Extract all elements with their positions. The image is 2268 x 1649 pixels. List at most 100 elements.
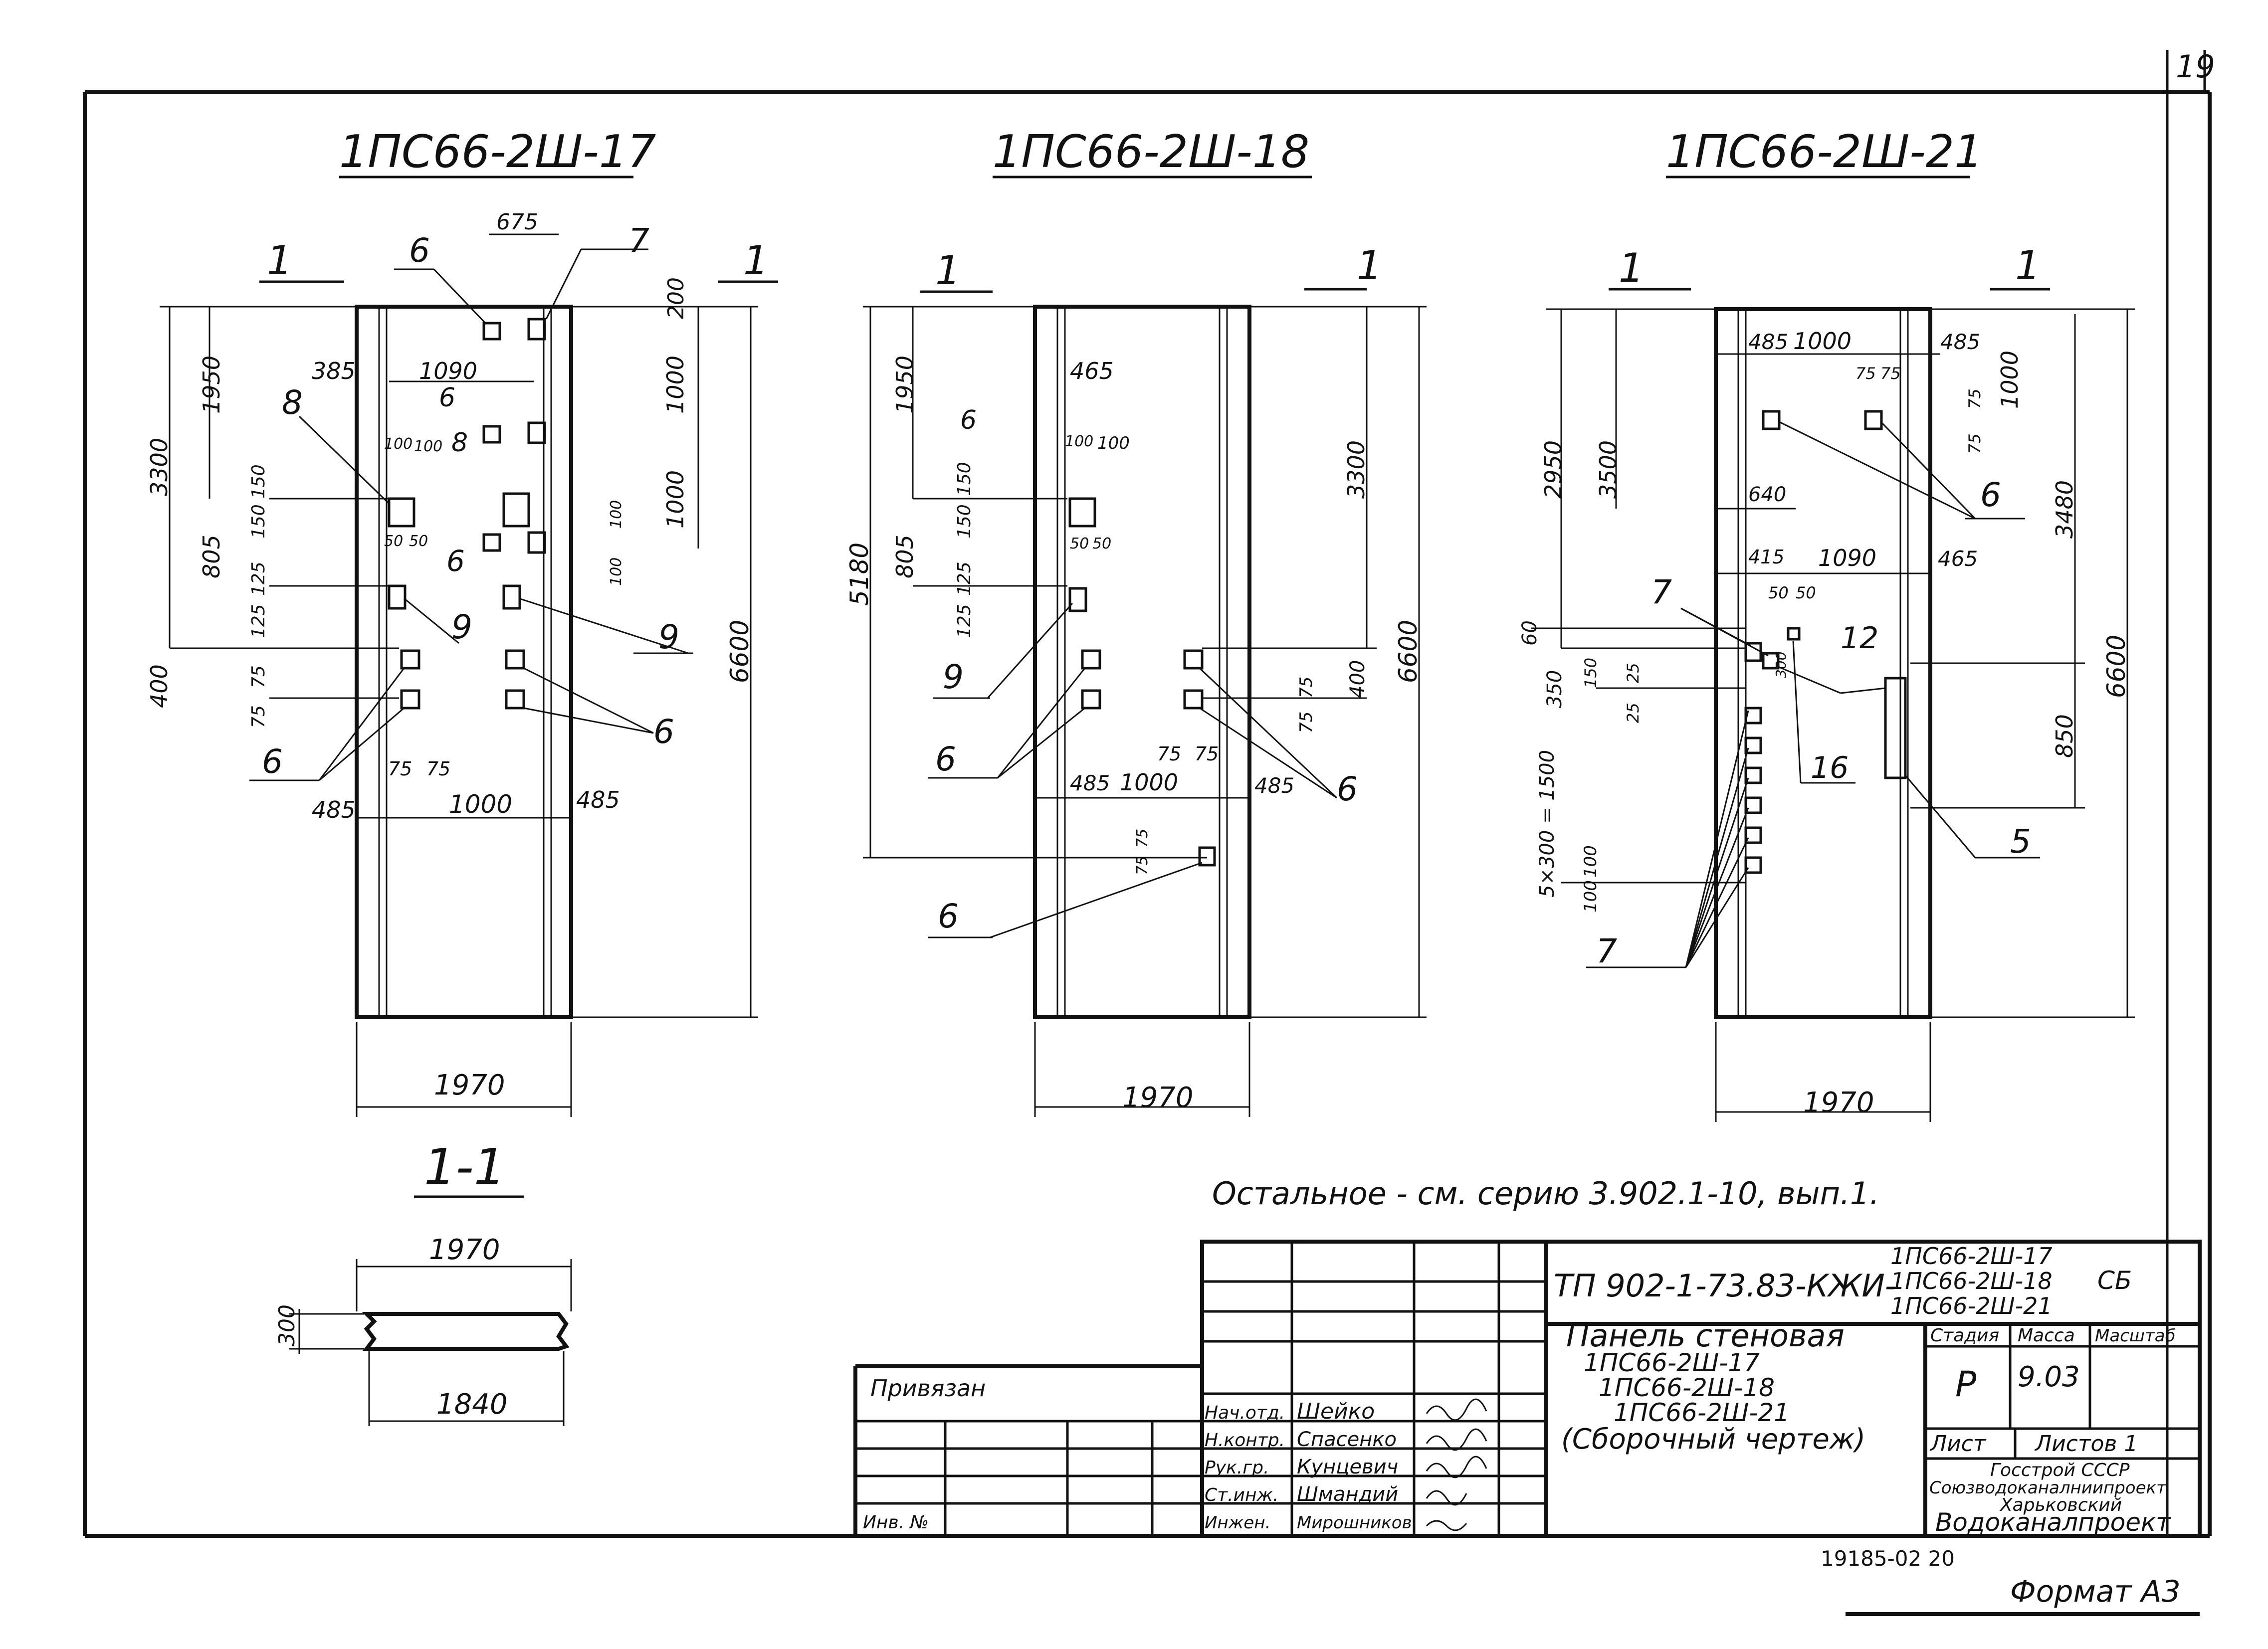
role-name: Спасенко bbox=[1297, 1428, 1397, 1451]
dim-text: 850 bbox=[2051, 714, 2078, 758]
section-mark-right: 1 bbox=[743, 237, 769, 284]
section-mark-left: 1 bbox=[1619, 245, 1644, 291]
dim-text: 300 bbox=[1773, 652, 1789, 678]
callout-6: 6 bbox=[446, 544, 465, 578]
name-item-1: 1ПС66-2Ш-17 bbox=[1584, 1348, 1760, 1377]
sheet-frame bbox=[83, 50, 2212, 1616]
dim-text: 1090 bbox=[419, 358, 477, 384]
section-mark-left: 1 bbox=[267, 237, 292, 284]
dim-text: 3480 bbox=[2051, 480, 2078, 539]
callout-8: 8 bbox=[451, 428, 468, 458]
dim-text: 25 bbox=[1624, 663, 1643, 683]
panel-title: 1ПС66-2Ш-18 bbox=[993, 126, 1309, 178]
mass-label: Масса bbox=[2018, 1325, 2075, 1346]
callout-7: 7 bbox=[1596, 932, 1617, 970]
archive-number: 19185-02 20 bbox=[1821, 1546, 1955, 1571]
dim-text: 1000 bbox=[1793, 328, 1852, 355]
dim-text: 100 bbox=[1581, 880, 1601, 913]
section-1-1: 1-1 1970 1840 300 bbox=[274, 1138, 572, 1426]
dim-text: 3500 bbox=[1595, 440, 1622, 499]
role-label: Инжен. bbox=[1205, 1513, 1270, 1533]
dim-text: 1000 bbox=[1120, 769, 1178, 796]
dim-text: 1950 bbox=[198, 356, 225, 414]
section-mark-right: 1 bbox=[2015, 242, 2041, 289]
org-line-2: Союзводоканалниипроект bbox=[1929, 1478, 2167, 1498]
dim-text: 75 bbox=[248, 705, 269, 728]
dim-text: 75 bbox=[1296, 677, 1316, 698]
role-label: Рук.гр. bbox=[1205, 1458, 1269, 1478]
section-mark-left: 1 bbox=[935, 247, 961, 294]
code-item-2: 1ПС66-2Ш-18 bbox=[1890, 1268, 2053, 1294]
panel-title: 1ПС66-2Ш-21 bbox=[1666, 126, 1983, 178]
dim-text: 75 bbox=[1880, 364, 1901, 383]
org-line-4: Водоканалпроект bbox=[1935, 1508, 2171, 1537]
dim-text: 150 bbox=[954, 462, 975, 496]
panel-1ps66-2sh-17: 1ПС66-2Ш-17 bbox=[146, 126, 778, 1117]
dim-text: 150 bbox=[248, 464, 269, 499]
inv-label: Инв. № bbox=[863, 1512, 929, 1533]
dim-text: 75 bbox=[388, 758, 412, 780]
dim-text: 3300 bbox=[146, 438, 173, 496]
role-label: Н.контр. bbox=[1205, 1430, 1285, 1451]
callout-9: 9 bbox=[451, 608, 472, 646]
dim-text: 75 bbox=[1134, 829, 1151, 848]
org-line-3: Харьковский bbox=[1999, 1495, 2122, 1515]
dim-text: 6600 bbox=[2102, 635, 2131, 698]
dim-text: 200 bbox=[663, 277, 689, 319]
name-note: (Сборочный чертеж) bbox=[1561, 1423, 1865, 1456]
dim-text: 1000 bbox=[449, 790, 512, 819]
dim-text: 350 bbox=[1543, 670, 1566, 708]
mass-value: 9.03 bbox=[2018, 1361, 2080, 1393]
dim-text: 485 bbox=[576, 786, 620, 813]
dim-text: 640 bbox=[1748, 483, 1786, 506]
dim-text: 805 bbox=[198, 535, 225, 578]
section-top-dim: 1970 bbox=[429, 1234, 500, 1266]
tied-label: Привязан bbox=[870, 1375, 986, 1402]
dim-text: 75 bbox=[426, 758, 450, 780]
role-label: Нач.отд. bbox=[1205, 1403, 1285, 1423]
dim-text: 75 bbox=[248, 665, 269, 688]
dim-text: 485 bbox=[1748, 330, 1788, 354]
dim-text: 485 bbox=[312, 796, 356, 823]
callout-6: 6 bbox=[653, 713, 674, 751]
dim-text: 100 bbox=[1065, 433, 1093, 450]
name-item-2: 1ПС66-2Ш-18 bbox=[1599, 1373, 1775, 1402]
dim-text: 75 bbox=[1856, 364, 1876, 383]
title-block: ТП 902-1-73.83-КЖИ- 1ПС66-2Ш-17 1ПС66-2Ш… bbox=[853, 1240, 2202, 1538]
dim-text: 60 bbox=[1518, 620, 1541, 646]
dim-text: 50 bbox=[384, 533, 403, 550]
dim-text: 1000 bbox=[1996, 351, 2023, 409]
callout-6: 6 bbox=[262, 742, 283, 781]
dim-text: 1950 bbox=[891, 356, 918, 414]
dim-text: 485 bbox=[1254, 773, 1294, 798]
callout-6: 6 bbox=[409, 231, 430, 270]
panel-1ps66-2sh-18: 1ПС66-2Ш-18 1 bbox=[845, 126, 1427, 1117]
callout-6: 6 bbox=[960, 405, 977, 435]
page-number: 19 bbox=[2176, 48, 2215, 85]
dim-text: 485 bbox=[1070, 771, 1110, 795]
dim-text: 1000 bbox=[662, 356, 689, 414]
dim-text: 3300 bbox=[1343, 440, 1370, 499]
dim-text: 6600 bbox=[725, 620, 754, 683]
dim-text: 5×300 = 1500 bbox=[1536, 750, 1559, 898]
org-line-1: Госстрой СССР bbox=[1990, 1460, 2130, 1480]
callout-7: 7 bbox=[628, 221, 649, 260]
role-label: Ст.инж. bbox=[1205, 1485, 1278, 1505]
dim-text: 1000 bbox=[662, 470, 689, 529]
width-dim: 1970 bbox=[434, 1069, 505, 1101]
stage-value: Р bbox=[1955, 1364, 1977, 1405]
panel-name: Панель стеновая bbox=[1566, 1317, 1845, 1354]
callout-6: 6 bbox=[938, 897, 959, 935]
callout-12: 12 bbox=[1841, 621, 1878, 656]
width-dim: 1970 bbox=[1803, 1087, 1874, 1119]
dim-text: 400 bbox=[146, 664, 173, 708]
dim-text: 25 bbox=[1624, 703, 1643, 723]
callout-9: 9 bbox=[943, 658, 964, 696]
role-name: Шмандий bbox=[1297, 1483, 1398, 1506]
width-dim: 1970 bbox=[1122, 1082, 1194, 1114]
callout-8: 8 bbox=[282, 383, 303, 422]
dim-text: 150 bbox=[954, 504, 975, 539]
dim-text: 75 bbox=[1195, 743, 1219, 765]
panel-1ps66-2sh-21: 1ПС66-2Ш-21 bbox=[1518, 126, 2135, 1122]
